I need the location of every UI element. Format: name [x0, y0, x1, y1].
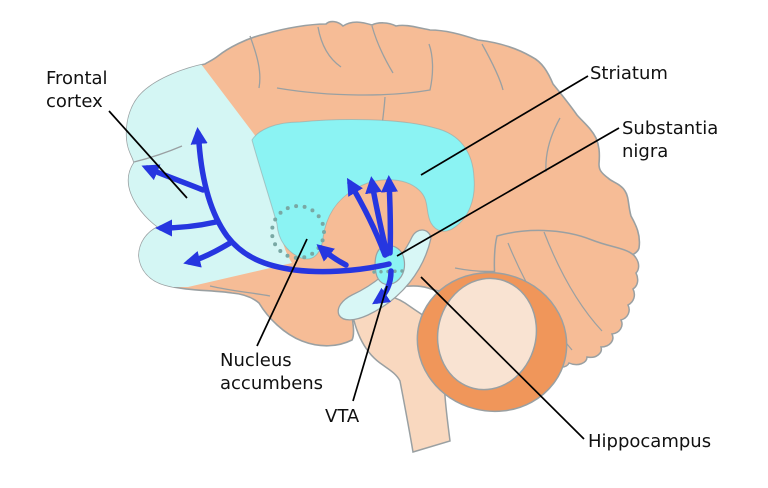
frontal-branch-upper	[141, 164, 206, 193]
label-hippocampus: Hippocampus	[588, 431, 712, 452]
label-nucleus-accumbens-line2: accumbens	[220, 373, 324, 394]
mesocortical-trunk	[190, 127, 392, 275]
accumbens-branch	[316, 244, 349, 268]
label-vta: VTA	[325, 406, 360, 427]
substantia-nigra-leader	[396, 127, 620, 257]
vta-leader	[352, 285, 388, 402]
label-striatum: Striatum	[590, 63, 668, 84]
frontal-branch-lower	[183, 240, 233, 268]
cerebellum-ring-inner	[436, 277, 538, 391]
nucleus-accumbens-leader	[256, 238, 308, 347]
striatal-arrow-left	[346, 177, 388, 258]
dopamine-pathway-arrows	[141, 127, 399, 305]
frontal-cortex-region	[126, 55, 292, 287]
leader-lines	[108, 75, 620, 440]
label-frontal-cortex-line1: Frontal	[46, 68, 108, 89]
label-frontal-cortex-line2: cortex	[46, 91, 103, 112]
label-substantia-nigra: Substantia nigra	[622, 117, 718, 163]
hippocampus-leader	[420, 276, 585, 440]
label-substantia-nigra-line2: nigra	[622, 141, 669, 162]
label-nucleus-accumbens: Nucleus accumbens	[220, 349, 323, 395]
nucleus-accumbens-outline	[270, 204, 326, 260]
label-nucleus-accumbens-line1: Nucleus	[220, 350, 292, 371]
striatal-arrow-middle	[365, 176, 390, 257]
striatum-region	[251, 119, 475, 260]
striatal-arrow-right	[381, 175, 399, 256]
striatum-leader	[420, 75, 589, 176]
frontal-branch-middle	[155, 219, 219, 237]
label-frontal-cortex: Frontal cortex	[46, 67, 108, 113]
frontal-cortex-leader	[108, 110, 188, 199]
label-substantia-nigra-line1: Substantia	[622, 118, 719, 139]
vta-dotted-line	[372, 269, 404, 274]
hippocampal-arrow	[372, 268, 394, 305]
